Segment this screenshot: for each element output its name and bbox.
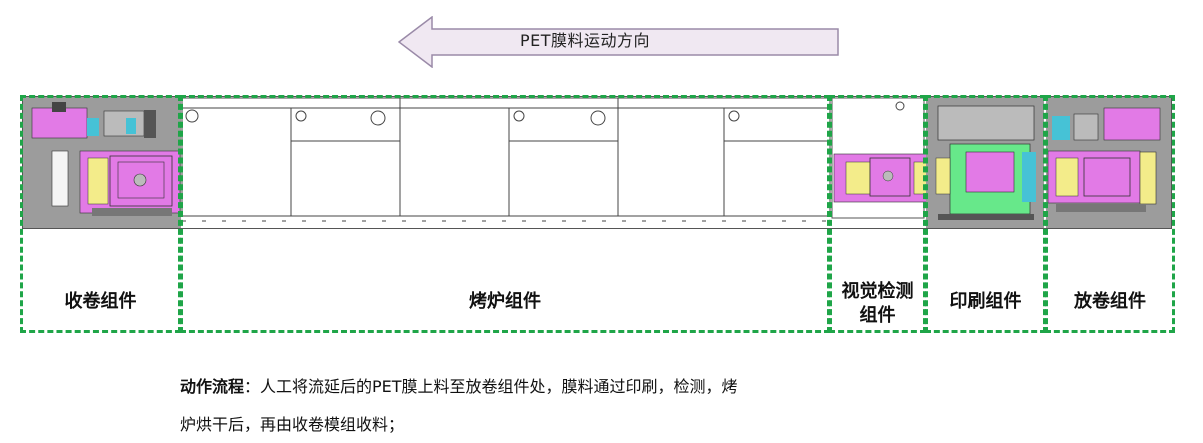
description-title: 动作流程 xyxy=(180,377,245,396)
module-label-vision-line2: 组件 xyxy=(859,305,896,326)
module-label-rewind: 收卷组件 xyxy=(64,291,137,312)
module-frame-vision xyxy=(829,95,926,333)
module-label-print: 印刷组件 xyxy=(949,291,1022,312)
module-frame-rewind xyxy=(20,95,181,333)
machine-layout-drawing xyxy=(22,96,1172,229)
direction-arrow-shape xyxy=(398,16,839,68)
module-frame-oven xyxy=(180,95,830,333)
rewind-machine-drawing xyxy=(23,97,181,228)
module-label-unwind: 放卷组件 xyxy=(1074,291,1146,312)
description-line-1: 动作流程：人工将流延后的PET膜上料至放卷组件处，膜料通过印刷，检测，烤 xyxy=(180,376,738,398)
direction-arrow xyxy=(398,16,839,68)
module-label-oven: 烤炉组件 xyxy=(469,291,541,312)
oven-machine-drawing xyxy=(181,97,831,222)
description-text-1: ：人工将流延后的PET膜上料至放卷组件处，膜料通过印刷，检测，烤 xyxy=(244,377,738,396)
description-line-2: 炉烘干后，再由收卷模组收料； xyxy=(180,415,405,434)
module-frame-print xyxy=(925,95,1046,333)
module-label-vision-line1: 视觉检测 xyxy=(841,281,914,302)
unwind-machine-drawing xyxy=(1046,97,1171,228)
module-frame-unwind xyxy=(1045,95,1175,333)
direction-label: PET膜料运动方向 xyxy=(520,31,651,50)
module-label-vision: 视觉检测 组件 xyxy=(829,280,926,328)
print-machine-drawing xyxy=(926,97,1044,228)
